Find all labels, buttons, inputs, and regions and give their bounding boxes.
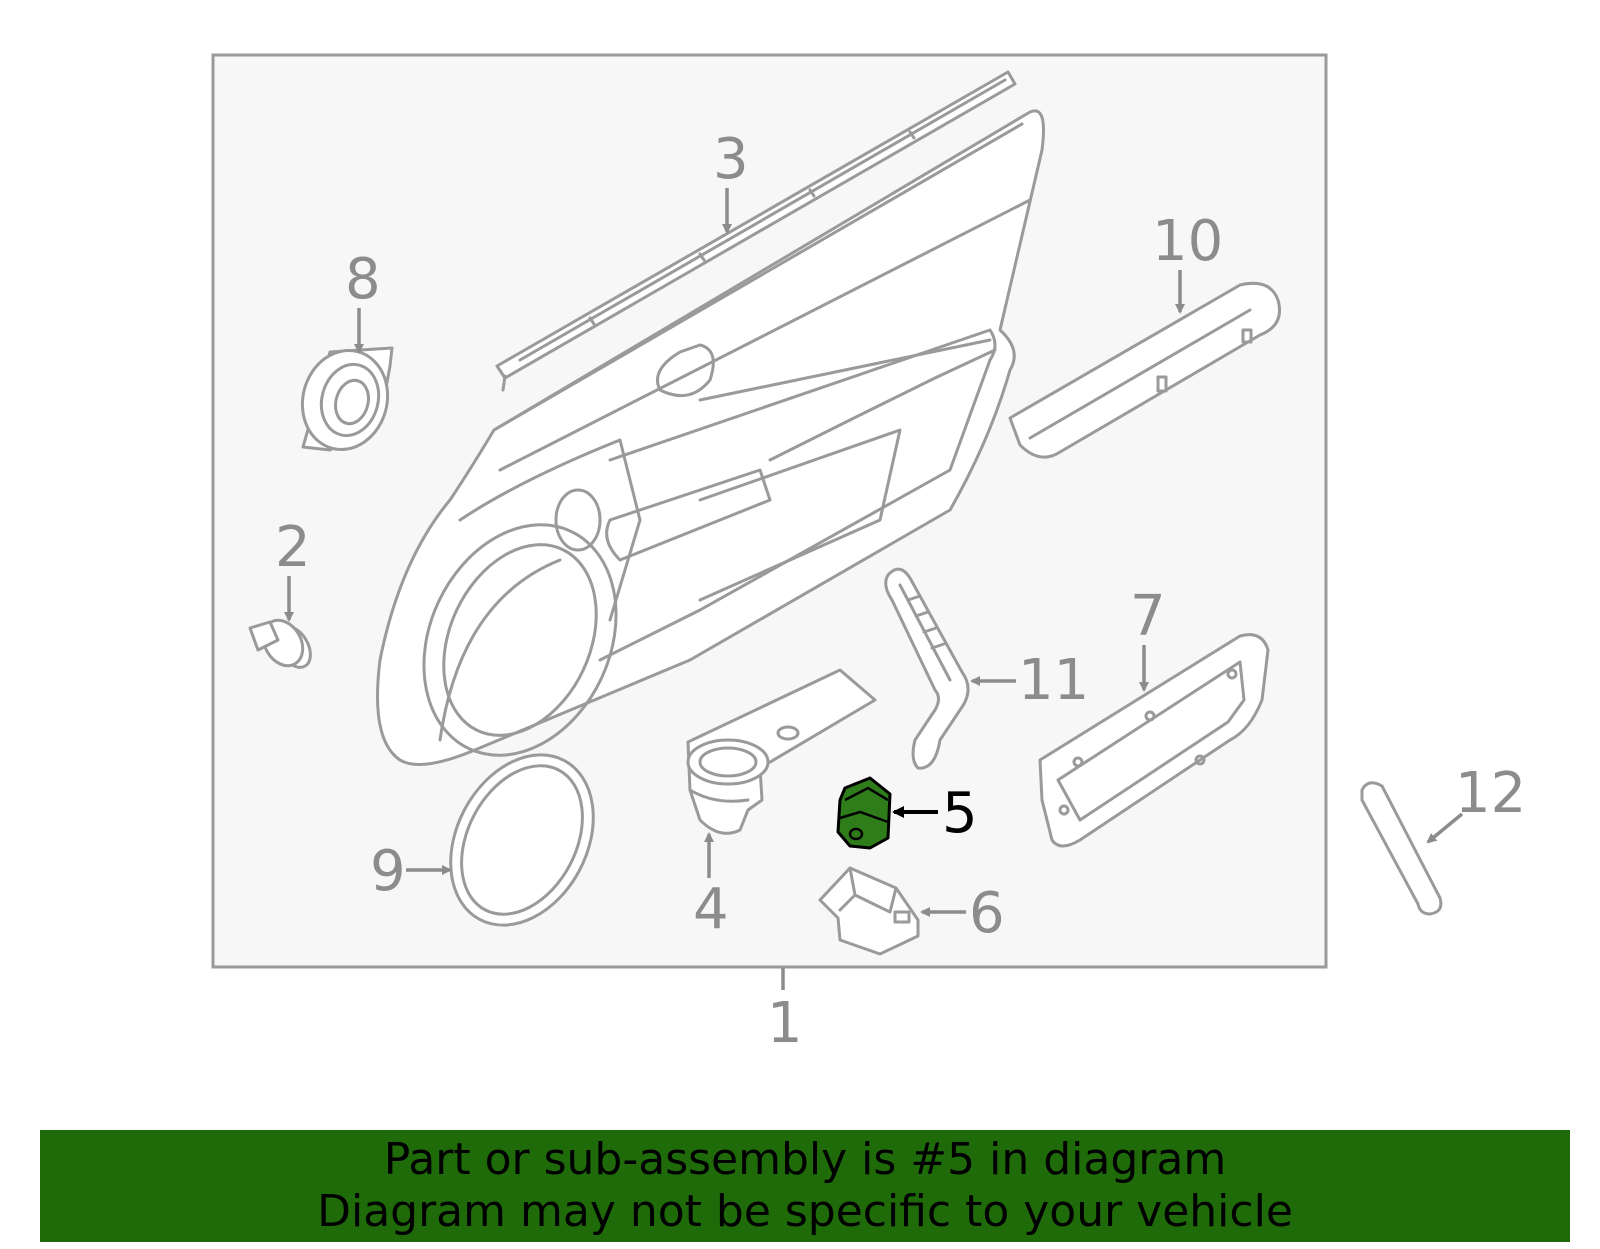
part-6-housing [818, 866, 920, 956]
callout-label-11: 11 [1018, 648, 1089, 713]
callout-label-6: 6 [969, 881, 1005, 946]
part-8-speaker [300, 346, 394, 452]
callout-label-12: 12 [1455, 761, 1526, 826]
callout-label-2: 2 [275, 515, 311, 580]
callout-label-8: 8 [345, 247, 381, 312]
banner-line-2: Diagram may not be specific to your vehi… [317, 1186, 1293, 1237]
callout-label-10: 10 [1152, 209, 1223, 274]
callout-arrow-12 [1426, 812, 1464, 844]
banner-line-1: Part or sub-assembly is #5 in diagram [383, 1134, 1227, 1185]
callout-label-1: 1 [767, 991, 803, 1056]
callout-label-3: 3 [713, 127, 749, 192]
info-banner: Part or sub-assembly is #5 in diagram Di… [40, 1130, 1570, 1242]
part-9-seal [449, 753, 595, 927]
callout-label-5[interactable]: 5 [942, 781, 978, 846]
part-11-handle [884, 567, 970, 770]
part-7-pocket [1038, 633, 1270, 848]
part-2-clip [248, 618, 312, 669]
callout-label-4: 4 [693, 877, 729, 942]
part-4-bezel [686, 668, 877, 835]
parts-diagram: 3 8 2 10 7 11 4 5 6 9 12 1 [211, 53, 1526, 1056]
part-12-trim [1360, 781, 1443, 916]
part-5-switch[interactable] [836, 776, 892, 850]
part-3-weatherstrip [495, 70, 1017, 392]
part-1-door-panel [376, 109, 1045, 766]
callout-label-7: 7 [1130, 584, 1166, 649]
part-10-armrest [1008, 281, 1281, 459]
callout-label-9: 9 [370, 839, 406, 904]
